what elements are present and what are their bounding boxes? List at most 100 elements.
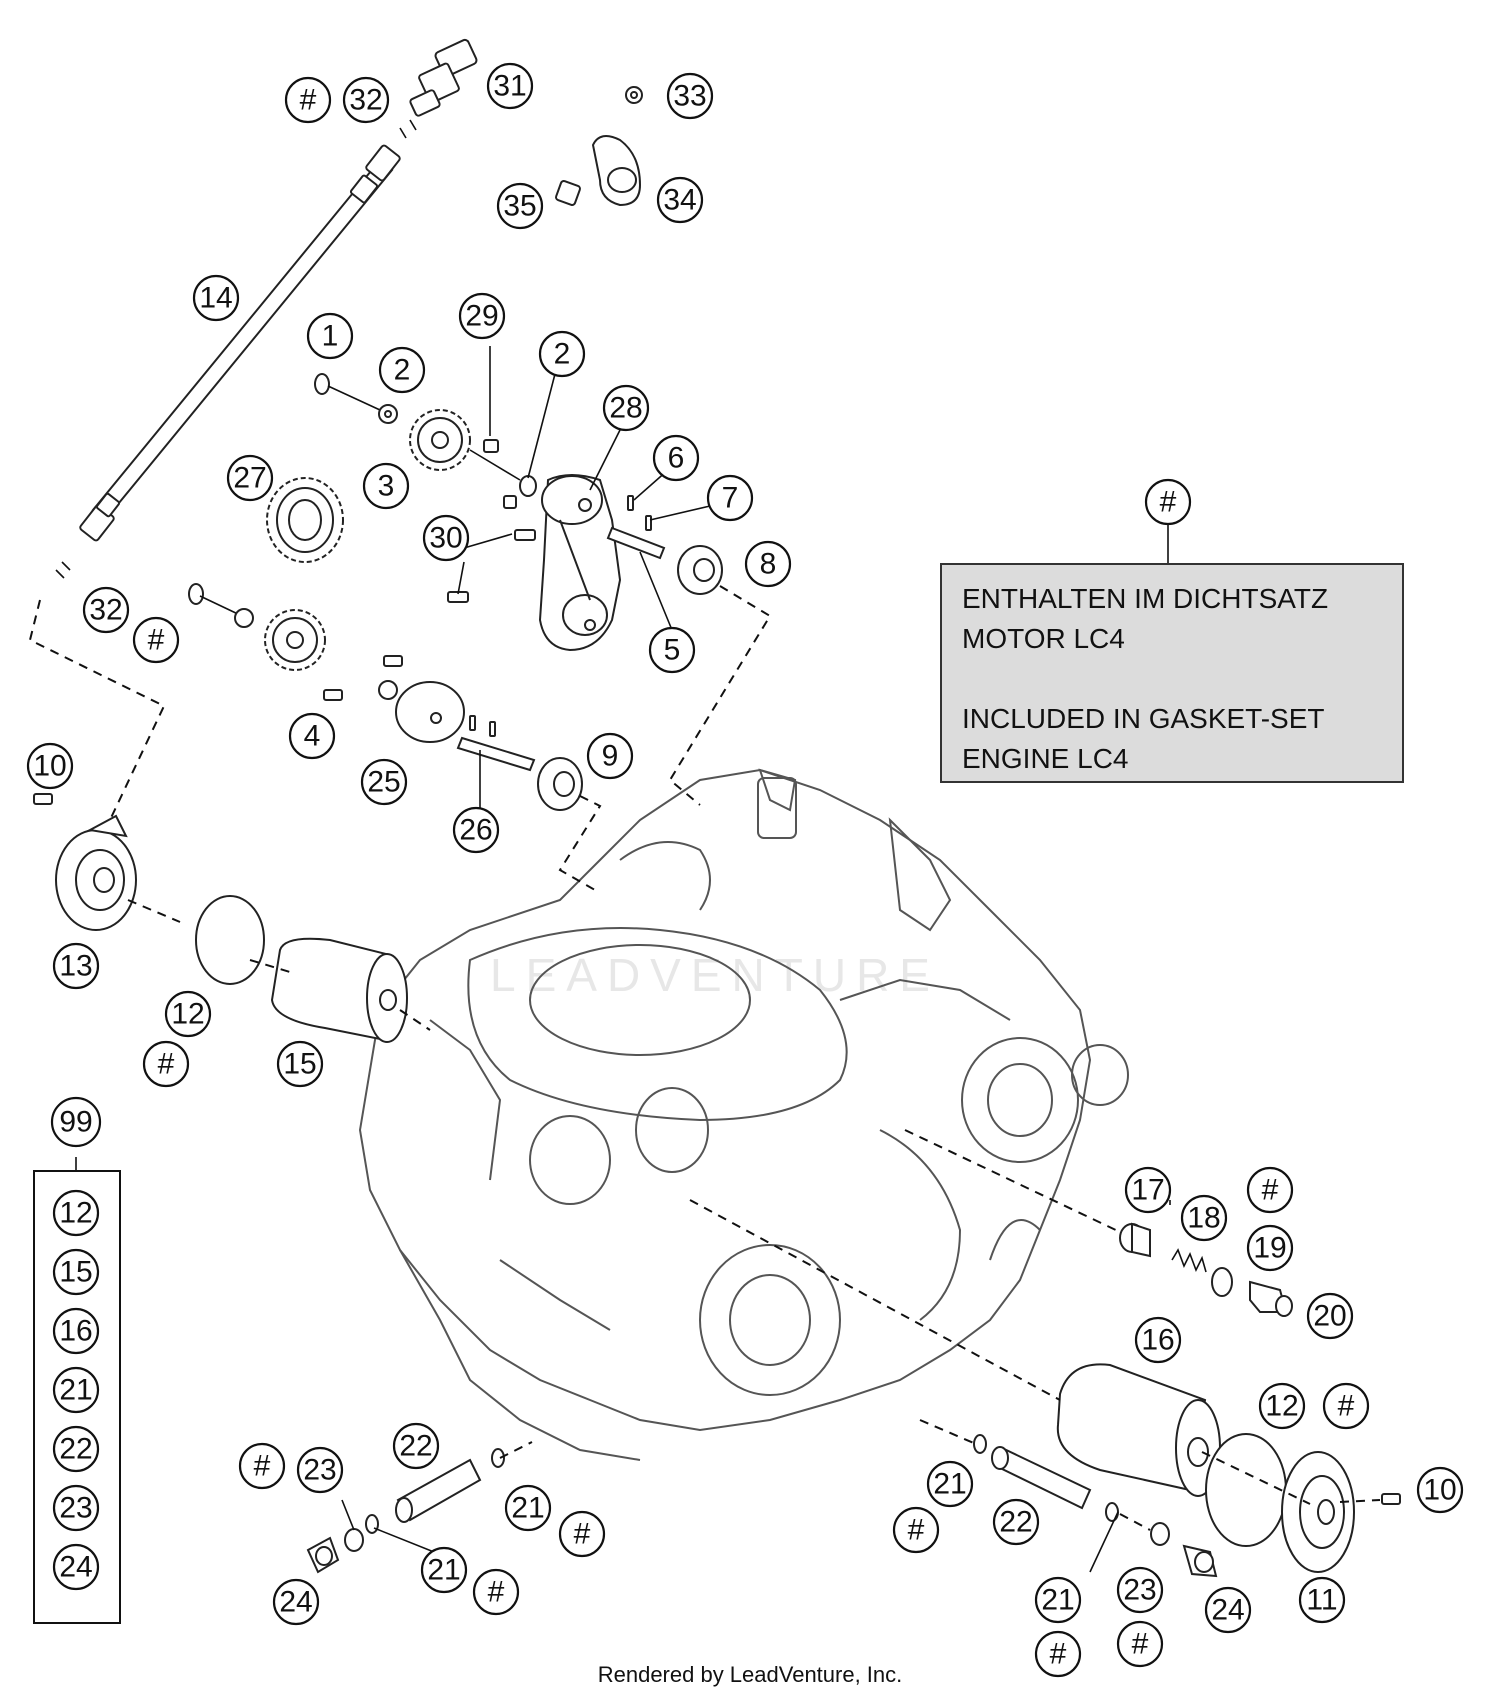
callout-32-top: 32 — [342, 76, 390, 124]
callout-12-right: 12 — [1258, 1382, 1306, 1430]
part-25-cover — [378, 655, 465, 743]
svg-text:24: 24 — [1211, 1594, 1244, 1627]
svg-text:29: 29 — [465, 300, 498, 333]
callout-25: 25 — [360, 758, 408, 806]
svg-text:35: 35 — [503, 190, 536, 223]
svg-text:18: 18 — [1187, 1202, 1220, 1235]
part-2-washer — [378, 404, 398, 424]
svg-text:#: # — [1132, 1628, 1149, 1661]
svg-text:#: # — [574, 1518, 591, 1551]
part-21-o-ring-left — [365, 1448, 505, 1534]
svg-text:34: 34 — [663, 184, 696, 217]
svg-text:12: 12 — [59, 1197, 92, 1230]
svg-text:#: # — [1262, 1174, 1279, 1207]
part-17-sleeve — [1119, 1222, 1151, 1258]
svg-text:#: # — [1050, 1638, 1067, 1671]
kit-99: 99 12 15 16 21 22 23 24 — [33, 1096, 121, 1624]
svg-text:9: 9 — [602, 740, 619, 773]
part-31-sensor — [409, 38, 478, 117]
kit-item-22: 22 — [52, 1425, 100, 1473]
part-10-bolt-left — [33, 793, 53, 805]
callout-9: 9 — [586, 732, 634, 780]
svg-text:4: 4 — [304, 720, 321, 753]
svg-text:#: # — [908, 1514, 925, 1547]
callout-hash-6: # — [238, 1442, 286, 1490]
svg-text:27: 27 — [233, 462, 266, 495]
callout-21-right-b: 21 — [1034, 1576, 1082, 1624]
callout-21-left-b: 21 — [420, 1546, 468, 1594]
part-23-washer-right — [1150, 1522, 1170, 1546]
svg-text:13: 13 — [59, 950, 92, 983]
callout-hash-4: # — [1246, 1166, 1294, 1214]
part-30-bolts — [447, 529, 536, 603]
callout-hash-3: # — [142, 1040, 190, 1088]
kit-item-21: 21 — [52, 1366, 100, 1414]
part-24-plug-right — [1182, 1544, 1218, 1578]
part-2-washer-right — [503, 475, 537, 509]
part-19-o-ring — [1211, 1267, 1233, 1297]
part-33-bolt — [625, 86, 643, 104]
callout-21-left-a: 21 — [504, 1484, 552, 1532]
svg-text:14: 14 — [199, 282, 232, 315]
callout-2-right: 2 — [538, 330, 586, 378]
kit-item-23: 23 — [52, 1484, 100, 1532]
svg-text:21: 21 — [427, 1554, 460, 1587]
svg-text:24: 24 — [59, 1551, 92, 1584]
svg-text:30: 30 — [429, 522, 462, 555]
callout-27: 27 — [226, 454, 274, 502]
svg-text:99: 99 — [59, 1106, 92, 1139]
callout-10-right: 10 — [1416, 1466, 1464, 1514]
callout-24-left: 24 — [272, 1578, 320, 1626]
callout-30: 30 — [422, 514, 470, 562]
part-20-plug — [1249, 1280, 1293, 1317]
part-5-shaft — [606, 526, 666, 560]
callout-28: 28 — [602, 384, 650, 432]
part-28-pump-housing — [538, 474, 622, 652]
svg-text:24: 24 — [279, 1586, 312, 1619]
svg-text:#: # — [158, 1048, 175, 1081]
callout-4: 4 — [288, 712, 336, 760]
svg-text:2: 2 — [554, 338, 571, 371]
part-27-gear — [266, 477, 344, 563]
svg-text:20: 20 — [1313, 1300, 1346, 1333]
callout-8: 8 — [744, 540, 792, 588]
part-11-cover — [1281, 1451, 1355, 1573]
svg-text:1: 1 — [322, 320, 339, 353]
svg-text:#: # — [1160, 486, 1177, 519]
engine-crankcase — [358, 768, 1129, 1461]
callout-35: 35 — [496, 182, 544, 230]
svg-text:8: 8 — [760, 548, 777, 581]
callout-hash-12: # — [0, 0, 9, 17]
callout-11: 11 — [1298, 1576, 1346, 1624]
svg-text:5: 5 — [664, 634, 681, 667]
svg-text:22: 22 — [59, 1433, 92, 1466]
part-1-bolt — [314, 373, 381, 411]
callout-24-right: 24 — [1204, 1586, 1252, 1634]
note-line-en-2: ENGINE LC4 — [962, 743, 1129, 774]
callout-20: 20 — [1306, 1292, 1354, 1340]
part-34-clamp — [591, 135, 642, 207]
kit-item-16: 16 — [52, 1307, 100, 1355]
svg-text:17: 17 — [1131, 1174, 1164, 1207]
part-26-shaft — [456, 715, 536, 772]
callout-hash-9: # — [892, 1506, 940, 1554]
callout-6: 6 — [652, 434, 700, 482]
callout-16: 16 — [1134, 1316, 1182, 1364]
svg-text:16: 16 — [1141, 1324, 1174, 1357]
leader-lines — [28, 346, 1381, 1573]
gasket-set-note: ENTHALTEN IM DICHTSATZ MOTOR LC4 INCLUDE… — [940, 563, 1404, 783]
svg-text:33: 33 — [673, 80, 706, 113]
callout-hash-8: # — [472, 1568, 520, 1616]
callout-22-left: 22 — [392, 1422, 440, 1470]
svg-text:19: 19 — [1253, 1232, 1286, 1265]
callout-19: 19 — [1246, 1224, 1294, 1272]
callout-13: 13 — [52, 942, 100, 990]
part-24-plug-left — [306, 1536, 340, 1574]
svg-text:15: 15 — [59, 1256, 92, 1289]
svg-text:21: 21 — [511, 1492, 544, 1525]
callout-23-right: 23 — [1116, 1566, 1164, 1614]
part-12-o-ring — [195, 895, 265, 985]
svg-text:15: 15 — [283, 1048, 316, 1081]
svg-text:6: 6 — [668, 442, 685, 475]
